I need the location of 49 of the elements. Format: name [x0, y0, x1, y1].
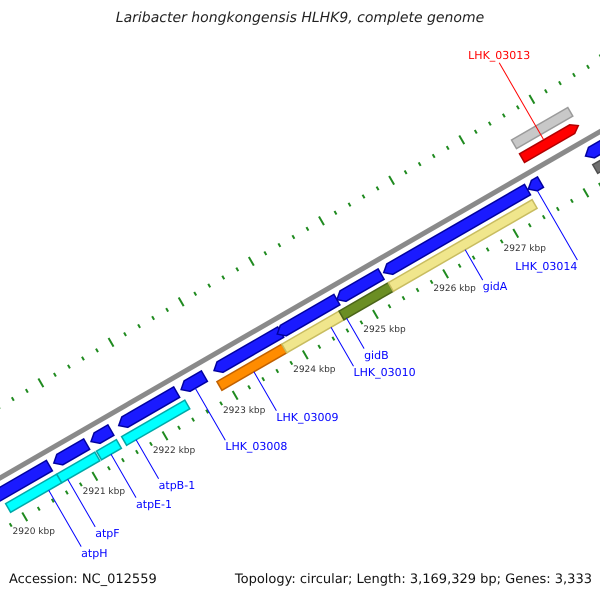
- gene-block: [518, 124, 580, 164]
- gene-label: atpH: [81, 548, 108, 560]
- gene-block: [280, 310, 346, 354]
- gene-label: LHK_03013: [468, 50, 530, 62]
- scale-label: 2927 kbp: [504, 242, 546, 255]
- gene-block: [213, 326, 285, 374]
- gene-label: LHK_03009: [276, 412, 339, 424]
- gene-block: [338, 282, 394, 321]
- gene-block: [510, 106, 574, 150]
- footer-text: Accession: NC_012559: [9, 574, 157, 586]
- title: Laribacter hongkongensis HLHK9, complete genome: [114, 10, 486, 26]
- gene-label: LHK_03008: [225, 441, 288, 454]
- leader-line: [253, 371, 277, 412]
- gene-block: [52, 438, 91, 466]
- scale-label: 2921 kbp: [82, 486, 126, 498]
- gene-block: [527, 176, 545, 192]
- scale-label: 2924 kbp: [293, 364, 336, 376]
- leader-line: [346, 318, 365, 350]
- gene-block: [276, 293, 341, 337]
- gene-block: [216, 343, 288, 392]
- gene-block: [120, 399, 191, 446]
- scale-label: 2922 kbp: [152, 445, 196, 458]
- scale-label: 2926 kbp: [433, 283, 476, 296]
- gene-block: [118, 386, 181, 428]
- leader-line: [48, 490, 82, 548]
- footer-text: Topology: circular; Length: 3,169,329 bp; Genes: 3,333: [234, 574, 592, 586]
- gene-block: [336, 268, 386, 302]
- scale-label: 2920 kbp: [12, 526, 55, 538]
- gene-block: [56, 451, 101, 484]
- gene-block: [180, 370, 208, 392]
- gene-label: atpE-1: [136, 498, 172, 511]
- leader-line: [136, 439, 160, 480]
- gene-block: [4, 473, 63, 514]
- gene-label: atpB-1: [158, 480, 196, 492]
- gene-label: LHK_03014: [515, 261, 578, 274]
- leader-line: [536, 190, 578, 261]
- gene-block: [95, 438, 122, 461]
- scale-label: 2925 kbp: [363, 324, 406, 336]
- scale-label: 2923 kbp: [222, 404, 266, 417]
- gene-block: [90, 424, 115, 444]
- leader-line: [498, 62, 544, 140]
- leader-line: [67, 478, 96, 528]
- gene-label: atpF: [95, 528, 120, 540]
- leader-line: [330, 326, 354, 367]
- gene-label: gidA: [482, 281, 508, 294]
- gene-label: LHK_03010: [353, 367, 416, 380]
- gene-label: gidB: [364, 350, 389, 362]
- leader-line: [194, 388, 226, 441]
- leader-line: [464, 249, 484, 281]
